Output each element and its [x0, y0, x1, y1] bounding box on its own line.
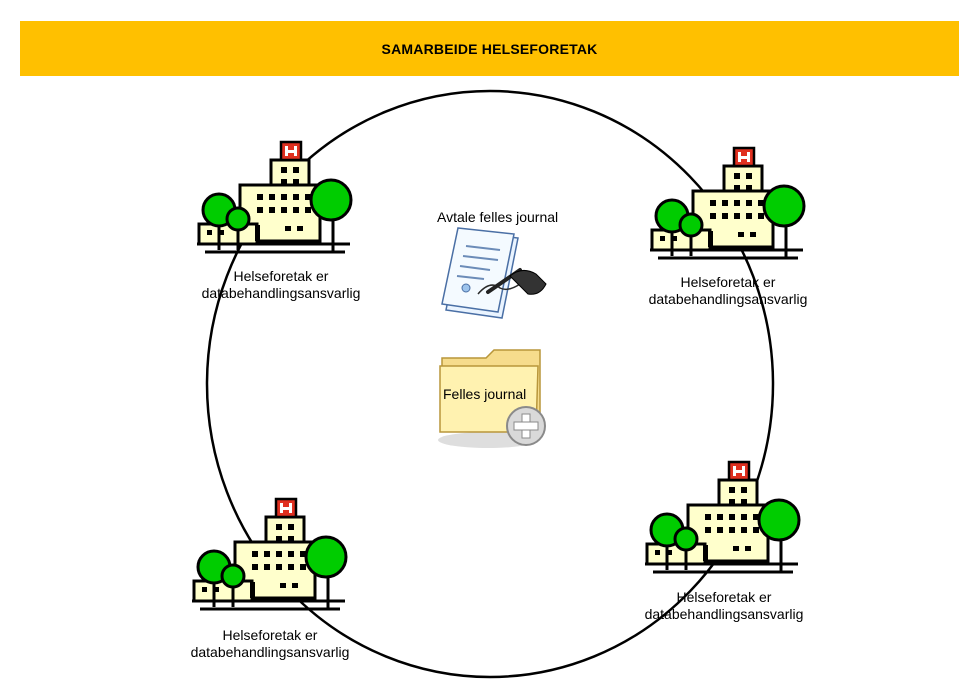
medical-folder-icon: [438, 349, 546, 448]
hospital-label-line2: databehandlingsansvarlig: [201, 285, 361, 301]
page-title: SAMARBEIDE HELSEFORETAK: [381, 40, 598, 57]
hospital-label-bottom-left: Helseforetak er databehandlingsansvarlig: [170, 627, 370, 661]
signed-contract-icon: [441, 227, 547, 319]
collaboration-ring: [205, 89, 775, 679]
hospital-label-line1: Helseforetak er: [233, 268, 329, 284]
hospital-label-line1: Helseforetak er: [222, 627, 318, 643]
agreement-label: Avtale felles journal: [437, 209, 559, 225]
hospital-label-line2: databehandlingsansvarlig: [648, 291, 808, 307]
hospital-icon-top-right: [648, 146, 806, 260]
hospital-icon-bottom-left: [190, 497, 348, 611]
hospital-icon-top-left: [195, 140, 353, 254]
journal-label: Felles journal: [443, 386, 527, 402]
hospital-label-line2: databehandlingsansvarlig: [190, 644, 350, 660]
hospital-label-top-right: Helseforetak er databehandlingsansvarlig: [628, 274, 828, 308]
title-banner: SAMARBEIDE HELSEFORETAK: [20, 21, 959, 76]
hospital-icon-bottom-right: [643, 460, 801, 574]
hospital-label-line1: Helseforetak er: [680, 274, 776, 290]
hospital-label-bottom-right: Helseforetak er databehandlingsansvarlig: [624, 589, 824, 623]
hospital-label-top-left: Helseforetak er databehandlingsansvarlig: [181, 268, 381, 302]
hospital-label-line2: databehandlingsansvarlig: [644, 606, 804, 622]
hospital-label-line1: Helseforetak er: [676, 589, 772, 605]
